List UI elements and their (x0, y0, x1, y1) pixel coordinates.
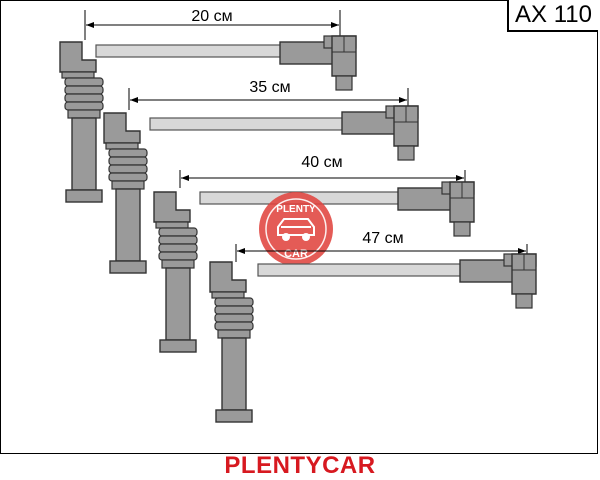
wire-1 (95, 44, 282, 58)
plug-connector-4 (459, 253, 537, 309)
coil-boot-3 (153, 191, 198, 353)
plug-connector-1 (279, 35, 357, 91)
coil-boot-1 (59, 41, 104, 203)
length-label-4: 47 см (362, 230, 403, 247)
cable-4: 47 см (209, 230, 537, 423)
length-label-3: 40 см (301, 154, 342, 171)
car-icon (277, 218, 315, 241)
cable-set-diagram: 20 см 35 см 40 см PLENTY (59, 8, 537, 423)
watermark-top-text: PLENTY (276, 204, 316, 215)
brand-footer: PLENTYCAR (224, 452, 376, 479)
plug-connector-3 (397, 181, 475, 237)
coil-boot-4 (209, 261, 254, 423)
coil-boot-2 (103, 112, 148, 274)
length-label-2: 35 см (249, 79, 290, 96)
product-code: AX 110 (507, 0, 598, 32)
watermark-logo: PLENTY CAR (259, 192, 333, 266)
cable-2: 35 см (103, 79, 419, 274)
wire-2 (149, 117, 345, 131)
cable-1: 20 см (59, 8, 357, 203)
watermark-bottom-text: CAR (284, 248, 308, 260)
wire-4 (257, 263, 463, 277)
plug-connector-2 (341, 105, 419, 161)
length-label-1: 20 см (191, 8, 232, 25)
